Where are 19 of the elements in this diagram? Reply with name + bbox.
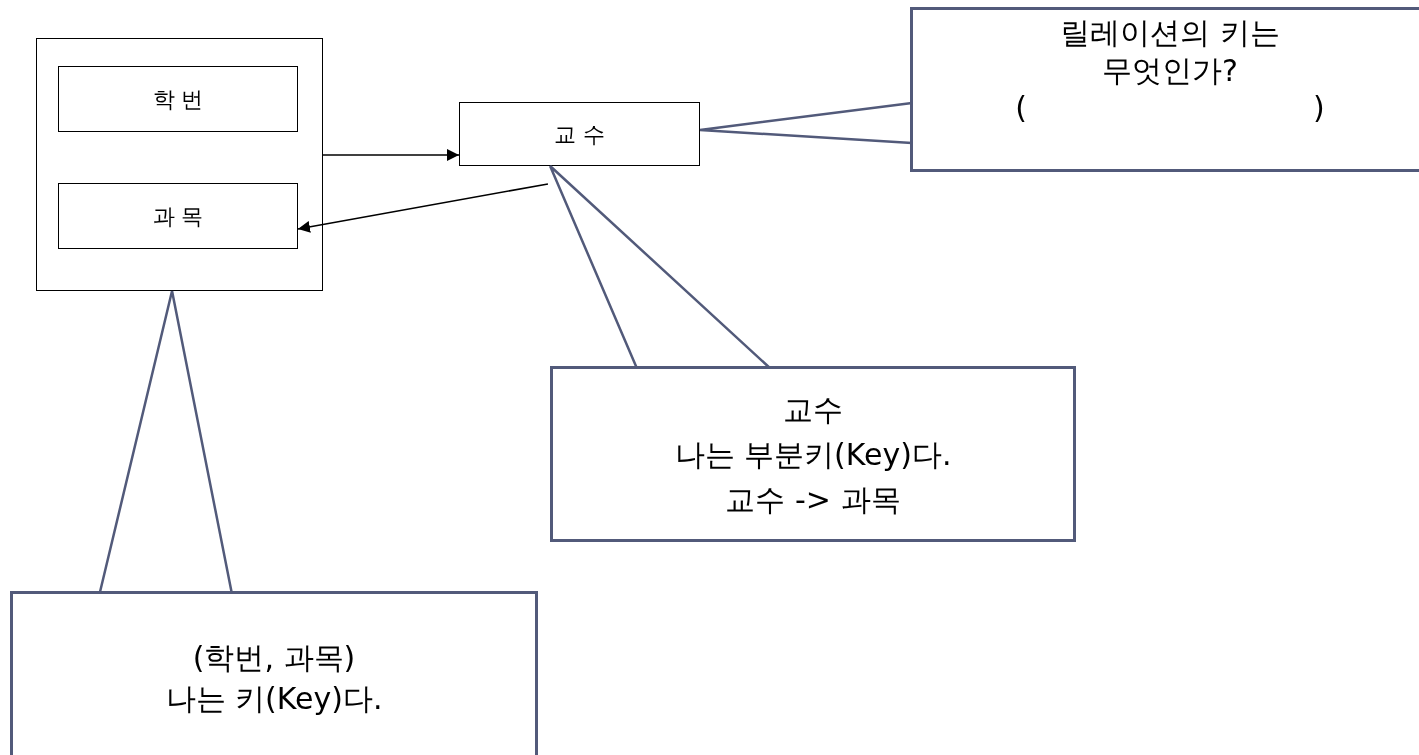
- attribute-box: [58, 66, 298, 132]
- attribute-box: [58, 183, 298, 249]
- entity-box: [459, 102, 700, 166]
- box-text: 교 수: [554, 120, 605, 149]
- entity-box: [36, 38, 323, 291]
- box-text: 교수 -> 과목: [725, 480, 901, 519]
- callout-box: [550, 366, 1076, 542]
- box-text: 과 목: [152, 202, 204, 231]
- box-text: (학번, 과목): [192, 639, 356, 677]
- box-text: 나는 키(Key)다.: [165, 679, 383, 718]
- arrow: [297, 183, 549, 233]
- box-text: ( ): [1015, 89, 1325, 127]
- callout-box: [10, 591, 538, 755]
- box-text: 교수: [783, 390, 843, 429]
- box-text: 나는 부분키(Key)다.: [674, 435, 952, 474]
- arrow: [322, 149, 460, 161]
- box-text: 릴레이션의 키는 무엇인가?: [1059, 14, 1281, 89]
- callout-box: [910, 7, 1419, 172]
- box-text: 학 번: [152, 85, 204, 114]
